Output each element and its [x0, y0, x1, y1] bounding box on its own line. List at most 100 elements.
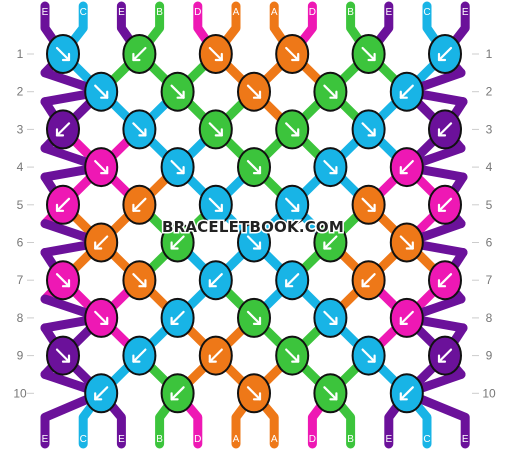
knot-arrow-icon — [361, 348, 376, 363]
knot-arrow-icon — [55, 122, 71, 137]
bottom-string-letter: A — [271, 434, 278, 445]
knot — [122, 335, 157, 376]
arrow-head-icon — [94, 241, 103, 250]
arrow-head-icon — [437, 203, 447, 212]
knot-arrow-icon — [132, 348, 147, 363]
knot-arrow-icon — [170, 160, 185, 175]
knot-arrow-icon — [285, 197, 300, 212]
arrow-head-icon — [132, 354, 141, 363]
knot — [46, 34, 80, 74]
knot-arrow-icon — [94, 160, 109, 175]
knot-arrow-icon — [246, 235, 262, 250]
knot — [198, 34, 233, 74]
arrow-head-icon — [285, 279, 294, 288]
row-label-left: 6 — [17, 236, 24, 250]
bottom-string-letter: D — [309, 434, 316, 445]
row-label-right: 4 — [486, 160, 493, 174]
knot-arrow-icon — [208, 273, 223, 288]
bottom-string — [40, 388, 106, 449]
knot-arrow-icon — [55, 273, 71, 288]
top-string-letter: A — [233, 7, 240, 18]
row-label-right: 2 — [486, 85, 493, 99]
top-string-letter: E — [462, 7, 469, 18]
arrow-head-icon — [291, 128, 300, 137]
arrow-head-icon — [252, 166, 262, 175]
knot — [160, 222, 195, 263]
knot — [84, 297, 119, 338]
row-label-right: 10 — [482, 386, 496, 400]
knot-arrow-icon — [323, 160, 338, 175]
row-label-right: 9 — [486, 349, 493, 363]
knot — [237, 297, 271, 338]
arrow-head-icon — [329, 90, 338, 99]
arrow-head-icon — [291, 52, 300, 62]
row-label-left: 5 — [17, 198, 24, 212]
knot — [84, 222, 119, 263]
arrow-head-icon — [55, 203, 65, 212]
arrow-head-icon — [100, 90, 109, 99]
knot-arrow-icon — [399, 84, 414, 99]
top-string-letter: E — [385, 7, 392, 18]
row-label-left: 2 — [17, 85, 24, 99]
knot-arrow-icon — [285, 273, 300, 288]
knot — [351, 184, 386, 225]
row-label-left: 1 — [17, 47, 24, 61]
knot-arrow-icon — [246, 310, 262, 325]
knot-arrow-icon — [246, 160, 262, 175]
knot — [46, 184, 80, 225]
knot — [237, 222, 271, 263]
arrow-head-icon — [437, 128, 447, 137]
knot — [351, 109, 386, 150]
row-label-left: 7 — [17, 273, 24, 287]
knot-arrow-icon — [361, 46, 376, 62]
knot-arrow-icon — [399, 160, 414, 175]
bottom-string-letter: E — [385, 434, 392, 445]
knot-arrow-icon — [437, 348, 453, 363]
arrow-head-icon — [100, 316, 109, 325]
arrow-head-icon — [252, 90, 262, 99]
knot-arrow-icon — [437, 46, 453, 62]
arrow-head-icon — [437, 279, 447, 288]
knot — [389, 222, 424, 263]
knot-arrow-icon — [170, 235, 185, 250]
knot-arrow-icon — [399, 310, 414, 325]
arrow-head-icon — [291, 354, 300, 363]
arrow-head-icon — [138, 128, 147, 137]
knot-arrow-icon — [399, 386, 414, 401]
knot-arrow-icon — [323, 386, 338, 401]
knot — [198, 260, 233, 301]
arrow-head-icon — [176, 166, 185, 175]
row-label-right: 8 — [486, 311, 493, 325]
arrow-head-icon — [61, 279, 71, 288]
knot — [313, 71, 348, 112]
knot-arrow-icon — [94, 386, 109, 401]
knot — [160, 71, 195, 112]
arrow-head-icon — [61, 354, 71, 363]
arrow-head-icon — [252, 316, 262, 325]
knot — [275, 184, 310, 225]
arrow-head-icon — [367, 354, 376, 363]
arrow-head-icon — [367, 52, 376, 62]
arrow-head-icon — [170, 392, 179, 401]
knot — [313, 297, 348, 338]
knot — [428, 335, 462, 376]
knot-arrow-icon — [361, 122, 376, 137]
top-string-letter: E — [42, 7, 49, 18]
knot — [46, 109, 80, 150]
knot-arrow-icon — [55, 348, 71, 363]
arrow-head-icon — [323, 241, 332, 250]
knot-arrow-icon — [285, 122, 300, 137]
arrow-head-icon — [329, 392, 338, 401]
arrow-head-icon — [208, 354, 217, 363]
knot — [122, 260, 157, 301]
knot-arrow-icon — [132, 46, 147, 62]
top-string-letter: A — [271, 7, 278, 18]
knot — [122, 34, 157, 74]
knot-arrow-icon — [246, 84, 262, 99]
arrow-head-icon — [94, 392, 103, 401]
arrow-head-icon — [55, 128, 65, 137]
arrow-head-icon — [176, 90, 185, 99]
knot — [237, 147, 271, 188]
